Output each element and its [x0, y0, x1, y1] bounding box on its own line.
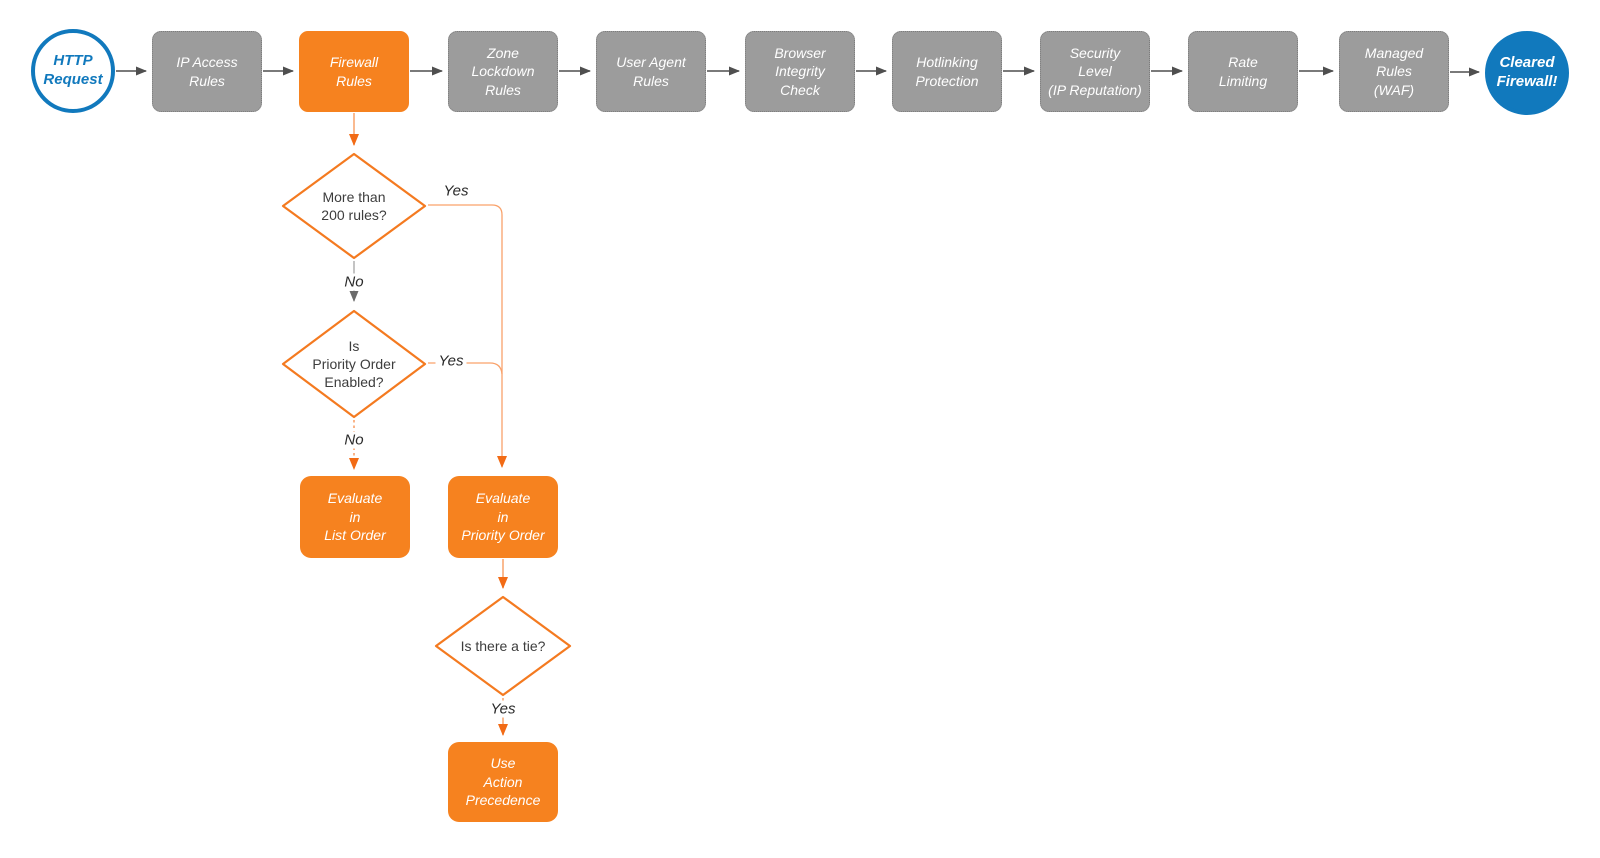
decision-is-there-a-tie: Is there a tie?	[434, 595, 572, 697]
node-security-level-label: Security Level (IP Reputation)	[1048, 44, 1142, 98]
decision-more-than-200-rules: More than 200 rules?	[281, 152, 427, 260]
node-firewall-rules: Firewall Rules	[299, 31, 409, 112]
node-evaluate-in-list-order-label: Evaluate in List Order	[324, 489, 386, 544]
diamond-shape	[281, 152, 427, 260]
node-evaluate-in-list-order: Evaluate in List Order	[300, 476, 410, 558]
node-browser-integrity-check-label: Browser Integrity Check	[774, 44, 826, 98]
node-rate-limiting: Rate Limiting	[1188, 31, 1298, 112]
node-hotlinking-protection: Hotlinking Protection	[892, 31, 1002, 112]
node-firewall-rules-label: Firewall Rules	[329, 54, 379, 89]
node-evaluate-in-priority-order: Evaluate in Priority Order	[448, 476, 558, 558]
node-user-agent-rules: User Agent Rules	[596, 31, 706, 112]
node-use-action-precedence-label: Use Action Precedence	[465, 754, 541, 809]
edge-label-d1-no: No	[341, 273, 367, 291]
node-ip-access-rules-label: IP Access Rules	[176, 54, 238, 89]
edge-label-d3-yes: Yes	[487, 700, 519, 718]
node-evaluate-in-priority-order-label: Evaluate in Priority Order	[461, 489, 545, 544]
node-zone-lockdown-rules-label: Zone Lockdown Rules	[471, 44, 535, 98]
edge-label-d2-yes: Yes	[435, 352, 467, 370]
decision-is-there-a-tie-label: Is there a tie?	[460, 637, 546, 654]
edge-d1-yes	[428, 204, 507, 468]
decision-priority-order-enabled-label: Is Priority Order Enabled?	[312, 337, 396, 391]
node-http-request: HTTP Request	[31, 29, 115, 113]
node-zone-lockdown-rules: Zone Lockdown Rules	[448, 31, 558, 112]
node-security-level: Security Level (IP Reputation)	[1040, 31, 1150, 112]
node-http-request-label: HTTP Request	[43, 52, 103, 88]
decision-more-than-200-rules-label: More than 200 rules?	[321, 188, 387, 223]
node-ip-access-rules: IP Access Rules	[152, 31, 262, 112]
diamond-shape	[434, 595, 572, 697]
node-user-agent-rules-label: User Agent Rules	[616, 54, 686, 89]
edge-label-d2-no: No	[341, 431, 367, 449]
node-managed-rules-waf: Managed Rules (WAF)	[1339, 31, 1449, 112]
node-browser-integrity-check: Browser Integrity Check	[745, 31, 855, 112]
diamond-shape	[281, 309, 427, 419]
node-hotlinking-protection-label: Hotlinking Protection	[915, 54, 979, 89]
node-cleared-firewall: Cleared Firewall!	[1485, 31, 1569, 115]
node-cleared-firewall-label: Cleared Firewall!	[1496, 54, 1558, 90]
node-managed-rules-waf-label: Managed Rules (WAF)	[1364, 44, 1424, 98]
node-rate-limiting-label: Rate Limiting	[1218, 54, 1268, 89]
node-use-action-precedence: Use Action Precedence	[448, 742, 558, 822]
edge-d2-yes	[428, 362, 503, 375]
edge-label-d1-yes: Yes	[440, 182, 472, 200]
decision-priority-order-enabled: Is Priority Order Enabled?	[281, 309, 427, 419]
